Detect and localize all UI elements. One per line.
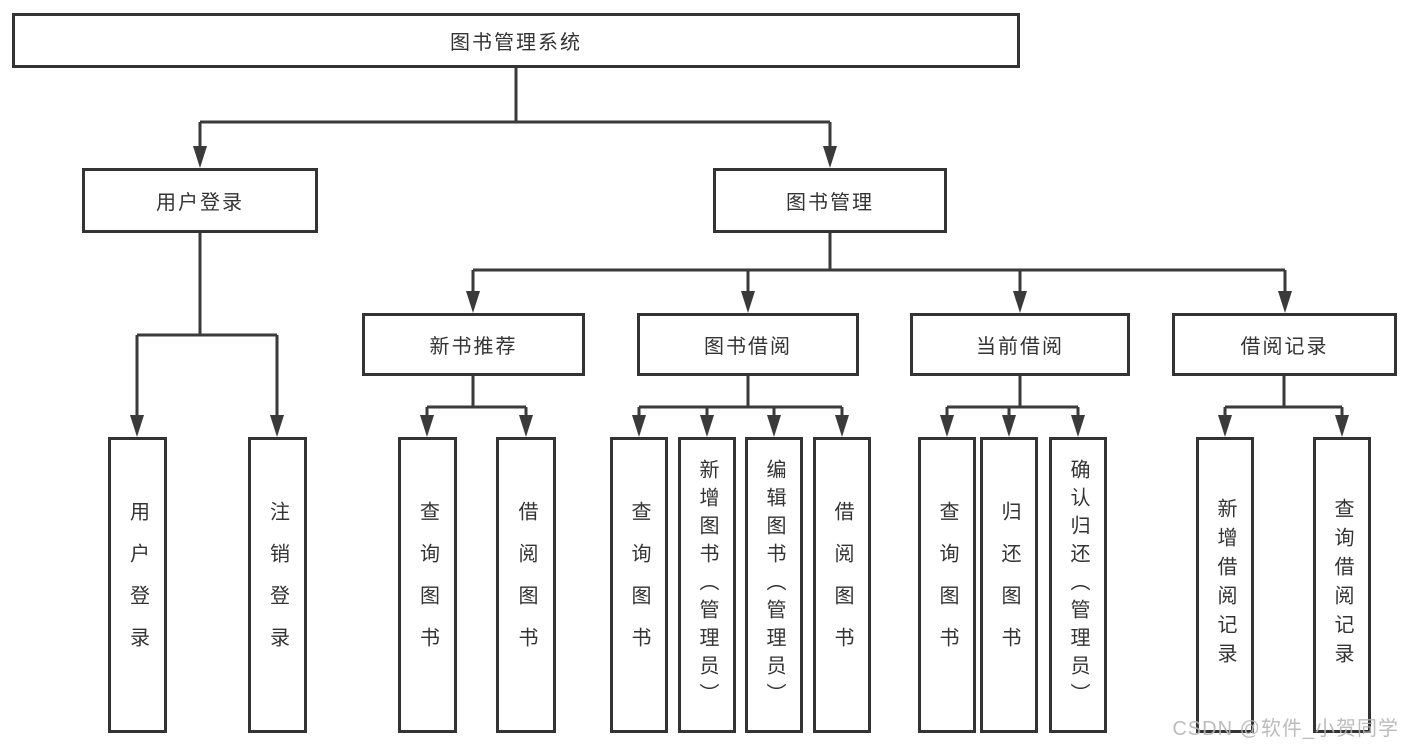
- leaf-recommend-borrow-books-label: 借阅图书: [515, 501, 537, 669]
- node-book-management-label: 图书管理: [786, 192, 874, 214]
- leaf-borrow-query-books: 查询图书: [610, 437, 668, 733]
- node-user-login-label: 用户登录: [156, 192, 244, 214]
- node-root: 图书管理系统: [12, 13, 1020, 68]
- leaf-edit-book-admin-label: 编辑图书（管理员）: [763, 459, 785, 711]
- leaf-add-borrow-record-label: 新增借阅记录: [1214, 498, 1236, 672]
- node-current-borrow-label: 当前借阅: [976, 336, 1064, 358]
- node-book-borrow: 图书借阅: [637, 313, 859, 376]
- csdn-watermark: CSDN @软件_小贺同学: [1172, 718, 1399, 740]
- leaf-borrow-query-books-label: 查询图书: [628, 501, 650, 669]
- leaf-add-book-admin-label: 新增图书（管理员）: [696, 459, 718, 711]
- leaf-return-books-label: 归还图书: [998, 501, 1020, 669]
- leaf-query-borrow-record-label: 查询借阅记录: [1331, 498, 1353, 672]
- leaf-current-query-books: 查询图书: [918, 437, 976, 733]
- leaf-confirm-return-admin: 确认归还（管理员）: [1049, 437, 1107, 733]
- leaf-edit-book-admin: 编辑图书（管理员）: [745, 437, 803, 733]
- node-borrow-records-label: 借阅记录: [1240, 336, 1329, 358]
- leaf-recommend-query-books: 查询图书: [398, 437, 457, 733]
- leaf-query-borrow-record: 查询借阅记录: [1313, 437, 1371, 733]
- leaf-user-login-label: 用户登录: [126, 501, 149, 669]
- leaf-logout-label: 注销登录: [266, 501, 289, 669]
- leaf-current-query-books-label: 查询图书: [936, 501, 958, 669]
- leaf-confirm-return-admin-label: 确认归还（管理员）: [1067, 459, 1089, 711]
- arrowheads: [130, 146, 1349, 437]
- leaf-add-book-admin: 新增图书（管理员）: [678, 437, 736, 733]
- leaf-return-books: 归还图书: [980, 437, 1038, 733]
- node-borrow-records: 借阅记录: [1172, 313, 1397, 376]
- leaf-user-login: 用户登录: [108, 437, 167, 733]
- leaf-borrow-books-label: 借阅图书: [831, 501, 853, 669]
- leaf-add-borrow-record: 新增借阅记录: [1196, 437, 1254, 733]
- node-user-login: 用户登录: [82, 168, 318, 233]
- leaf-recommend-query-books-label: 查询图书: [416, 501, 439, 669]
- node-new-book-recommend-label: 新书推荐: [429, 336, 518, 358]
- leaf-borrow-books: 借阅图书: [813, 437, 871, 733]
- node-root-label: 图书管理系统: [450, 32, 582, 54]
- node-new-book-recommend: 新书推荐: [362, 313, 585, 376]
- node-book-management: 图书管理: [713, 168, 947, 233]
- node-current-borrow: 当前借阅: [910, 313, 1130, 376]
- leaf-logout: 注销登录: [248, 437, 307, 733]
- node-book-borrow-label: 图书借阅: [704, 336, 792, 358]
- leaf-recommend-borrow-books: 借阅图书: [496, 437, 556, 733]
